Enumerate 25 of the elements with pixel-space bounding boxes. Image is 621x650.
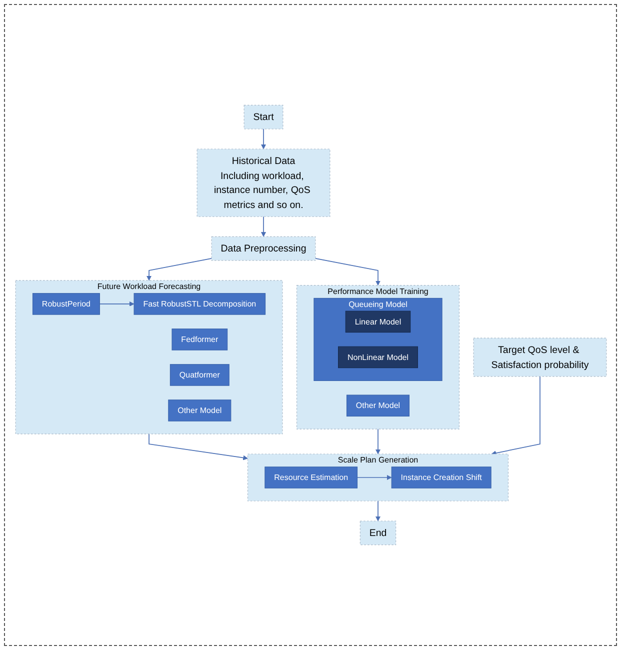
arrow <box>374 428 380 454</box>
node-box: Target QoS level & Satisfaction probability <box>472 338 606 377</box>
arrow <box>490 376 540 456</box>
node-box: Start <box>243 104 283 130</box>
node-box: Resource Estimation <box>264 466 358 488</box>
node-box: Fast RobustSTL Decomposition <box>133 293 266 315</box>
node-box: Other Model <box>346 394 410 416</box>
arrow <box>314 258 380 286</box>
arrow <box>260 216 266 237</box>
arrow <box>148 434 248 460</box>
node-box: End <box>359 520 396 546</box>
arrow <box>260 128 266 150</box>
node-box: Linear Model <box>344 310 410 333</box>
node-box: Other Model <box>168 400 231 422</box>
node-box: RobustPeriod <box>32 293 100 315</box>
arrow <box>98 301 134 306</box>
arrow <box>374 500 380 522</box>
node-box: Instance Creation Shift <box>390 466 491 488</box>
node-box: Historical Data Including workload, instance number, QoS metrics and so on. <box>196 148 330 217</box>
node-box: Fedformer <box>171 328 228 350</box>
node-box: Quatformer <box>169 364 229 386</box>
arrow <box>146 258 212 281</box>
arrow <box>356 474 392 480</box>
node-box: Data Preprocessing <box>210 236 316 261</box>
node-box: NonLinear Model <box>338 346 418 368</box>
